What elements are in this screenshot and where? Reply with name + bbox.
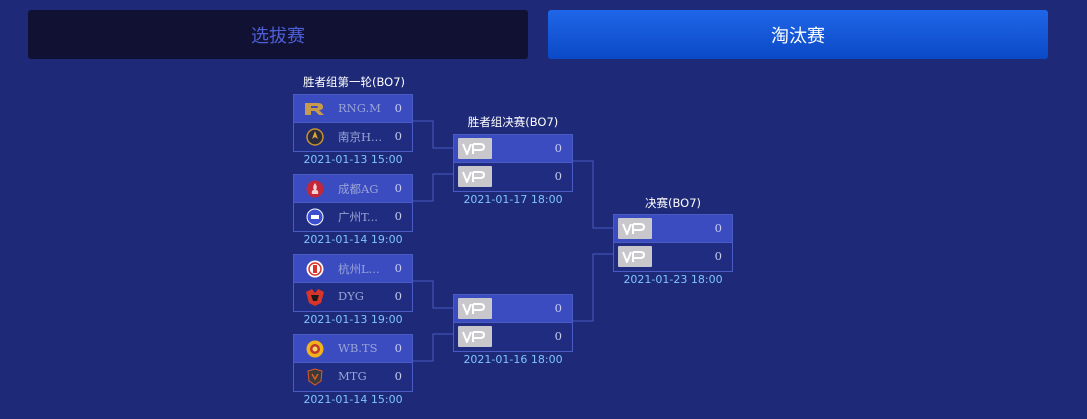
team-name: 广州T... (338, 210, 378, 224)
vp-placeholder-logo-icon (618, 246, 652, 267)
match-card: WB.TS 0 MTG 0 (293, 334, 413, 392)
mtg-logo-icon (304, 367, 326, 387)
team-score: 0 (714, 221, 722, 235)
team-name: 南京H... (338, 130, 382, 144)
round-title-r2: 胜者组决赛(BO7) (467, 115, 559, 129)
connector-line (413, 333, 453, 362)
team-score: 0 (394, 181, 402, 195)
vp-placeholder-logo-icon (458, 138, 492, 159)
chengdu-ag-logo-icon (304, 179, 326, 199)
team-name: 杭州L... (338, 262, 380, 276)
team-score: 0 (554, 169, 562, 183)
team-row[interactable]: 0 (614, 243, 732, 271)
connector-line (413, 280, 453, 309)
team-name: DYG (338, 289, 364, 303)
connector-line (413, 120, 453, 149)
team-row[interactable]: 杭州L... 0 (294, 255, 412, 283)
tab-elimination[interactable]: 淘汰赛 (548, 10, 1048, 59)
tab-selection[interactable]: 选拔赛 (28, 10, 528, 59)
team-name: WB.TS (338, 341, 378, 355)
vp-placeholder-logo-icon (618, 218, 652, 239)
team-row[interactable]: 广州T... 0 (294, 203, 412, 231)
match-date: 2021-01-17 18:00 (463, 193, 563, 206)
team-score: 0 (554, 329, 562, 343)
match-card: RNG.M 0 南京H... 0 (293, 94, 413, 152)
connector-line (413, 173, 453, 202)
connector-line (573, 160, 613, 229)
match-card: 成都AG 0 广州T... 0 (293, 174, 413, 232)
team-score: 0 (394, 129, 402, 143)
team-row[interactable]: 0 (454, 135, 572, 163)
team-name: RNG.M (338, 101, 381, 115)
team-row[interactable]: DYG 0 (294, 283, 412, 311)
round-title-final: 决赛(BO7) (644, 196, 702, 210)
match-date: 2021-01-14 19:00 (303, 233, 403, 246)
rng-logo-icon (304, 99, 326, 119)
team-score: 0 (394, 289, 402, 303)
vp-placeholder-logo-icon (458, 298, 492, 319)
nanjing-hero-logo-icon (304, 127, 326, 147)
match-date: 2021-01-16 18:00 (463, 353, 563, 366)
match-card: 0 0 (453, 134, 573, 192)
vp-placeholder-logo-icon (458, 166, 492, 187)
team-name: MTG (338, 369, 367, 383)
team-score: 0 (554, 141, 562, 155)
team-score: 0 (394, 209, 402, 223)
team-score: 0 (714, 249, 722, 263)
vp-placeholder-logo-icon (458, 326, 492, 347)
match-date: 2021-01-23 18:00 (623, 273, 723, 286)
team-row[interactable]: 0 (614, 215, 732, 243)
match-card: 0 0 (613, 214, 733, 272)
team-score: 0 (394, 341, 402, 355)
dyg-logo-icon (304, 287, 326, 307)
round-title-r1: 胜者组第一轮(BO7) (302, 75, 406, 89)
guangzhou-ttg-logo-icon (304, 207, 326, 227)
match-card: 0 0 (453, 294, 573, 352)
team-row[interactable]: 0 (454, 163, 572, 191)
team-name: 成都AG (338, 182, 379, 196)
connector-line (573, 253, 613, 322)
wb-ts-logo-icon (304, 339, 326, 359)
team-row[interactable]: 南京H... 0 (294, 123, 412, 151)
team-row[interactable]: 0 (454, 323, 572, 351)
team-score: 0 (394, 369, 402, 383)
team-row[interactable]: 成都AG 0 (294, 175, 412, 203)
match-card: 杭州L... 0 DYG 0 (293, 254, 413, 312)
team-row[interactable]: 0 (454, 295, 572, 323)
hangzhou-lgd-logo-icon (304, 259, 326, 279)
match-date: 2021-01-14 15:00 (303, 393, 403, 406)
team-row[interactable]: RNG.M 0 (294, 95, 412, 123)
team-row[interactable]: WB.TS 0 (294, 335, 412, 363)
team-score: 0 (394, 261, 402, 275)
team-score: 0 (394, 101, 402, 115)
team-score: 0 (554, 301, 562, 315)
match-date: 2021-01-13 19:00 (303, 313, 403, 326)
match-date: 2021-01-13 15:00 (303, 153, 403, 166)
team-row[interactable]: MTG 0 (294, 363, 412, 391)
